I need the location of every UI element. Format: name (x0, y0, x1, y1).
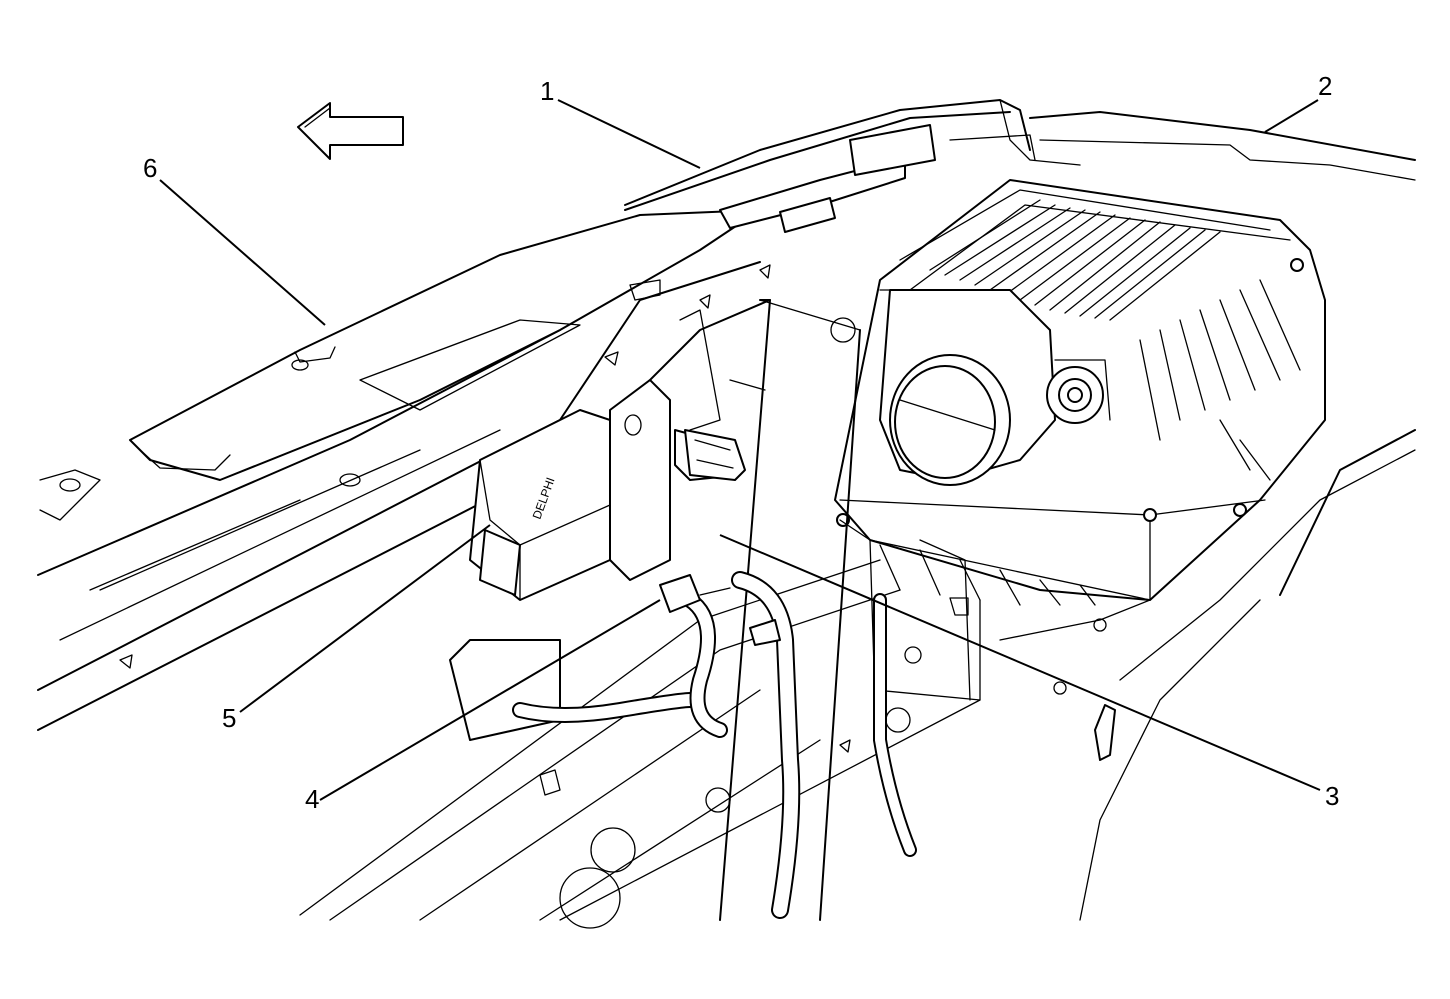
callout-leader-lines (159, 99, 1321, 801)
hood-latch-connector (684, 429, 746, 481)
fasteners (119, 264, 969, 796)
callout-1: 1 (540, 76, 554, 106)
callout-6: 6 (143, 153, 157, 183)
wiring-harness (512, 571, 917, 919)
leader-line-4 (319, 599, 661, 801)
callout-2: 2 (1318, 71, 1332, 101)
air-outlet-duct (879, 289, 1111, 486)
upper-tie-bar (624, 99, 1416, 233)
callout-labels: 1 2 3 4 5 6 (143, 71, 1339, 814)
leader-line-6 (159, 179, 326, 326)
leader-line-5 (239, 524, 491, 713)
leader-line-2 (1264, 99, 1319, 133)
callout-4: 4 (305, 784, 319, 814)
leader-line-1 (557, 99, 701, 169)
fender-apron (999, 429, 1416, 921)
leader-line-3 (719, 534, 1321, 791)
callout-5: 5 (222, 703, 236, 733)
callout-3: 3 (1325, 781, 1339, 811)
radiator-support-cover (39, 209, 761, 591)
electronic-control-module: DELPHI (449, 409, 641, 741)
forward-direction-arrow-icon (297, 102, 404, 160)
